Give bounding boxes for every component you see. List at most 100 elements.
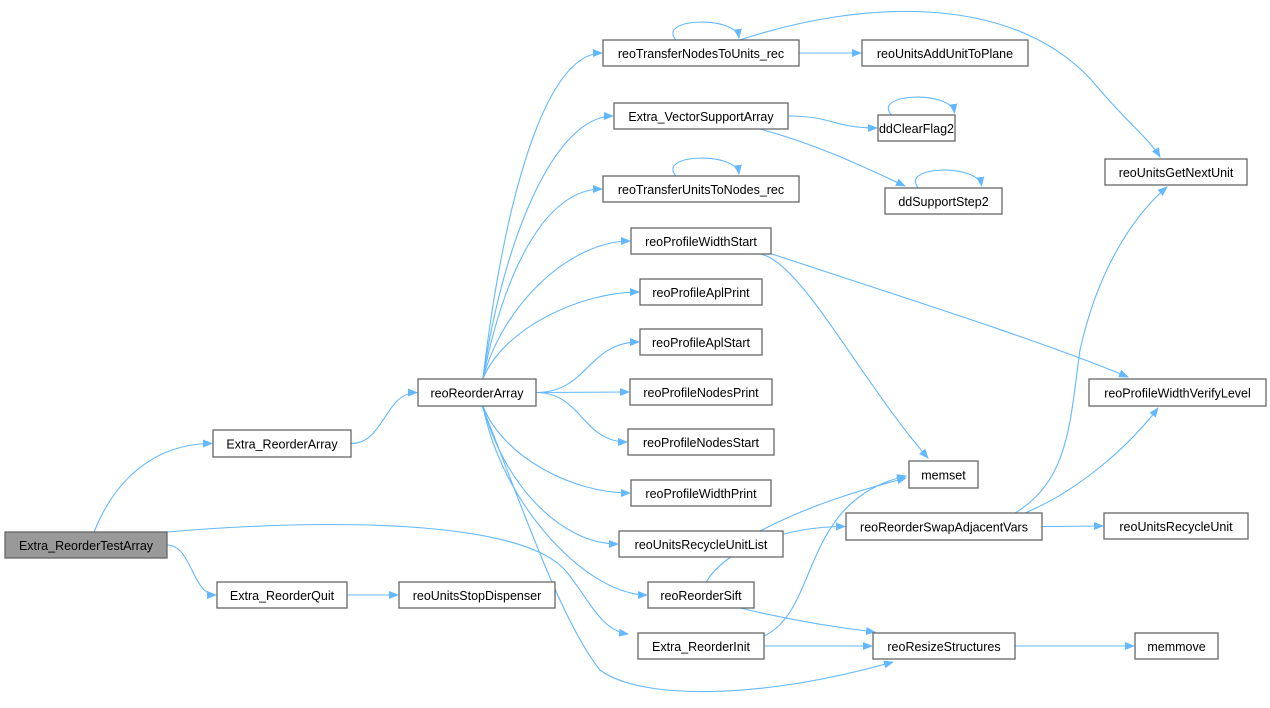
node-box (417, 378, 537, 407)
node-label: reoReorderArray (430, 387, 524, 401)
edge-reo-reorder-array-to-reo-transfer-units-to-nodes-rec (482, 185, 603, 380)
node-label: reoResizeStructures (887, 640, 1000, 654)
edge-extra-vector-support-array-to-dd-clear-flag2 (787, 115, 878, 132)
edge-extra-vector-support-array-to-dd-support-step2 (759, 128, 906, 187)
node-reo-reorder-sift[interactable]: reoReorderSift (647, 581, 755, 609)
node-label: Extra_ReorderArray (226, 438, 338, 452)
edge-extra-reorder-array-to-reo-reorder-array (350, 388, 418, 445)
edge-reo-reorder-array-to-extra-vector-support-array (482, 112, 614, 380)
node-reo-transfer-units-to-nodes-rec[interactable]: reoTransferUnitsToNodes_rec (602, 175, 800, 203)
node-label: Extra_ReorderTestArray (19, 539, 154, 553)
edge-reo-reorder-swap-adjacent-vars-to-reo-units-recycle-unit (1041, 522, 1104, 531)
node-dd-clear-flag2[interactable]: ddClearFlag2 (877, 114, 956, 142)
node-box (845, 512, 1043, 541)
node-box (861, 39, 1029, 67)
node-reo-profile-width-start[interactable]: reoProfileWidthStart (630, 227, 772, 255)
node-box (639, 278, 763, 306)
edge-reo-reorder-array-to-reo-profile-apl-start (535, 338, 640, 394)
node-box (618, 530, 784, 558)
node-label: reoTransferUnitsToNodes_rec (618, 183, 784, 197)
node-box (1104, 158, 1248, 186)
edge-dd-clear-flag2-to-dd-clear-flag2 (887, 96, 958, 116)
node-reo-transfer-nodes-to-units-rec[interactable]: reoTransferNodesToUnits_rec (602, 39, 800, 67)
node-box (1134, 632, 1219, 660)
node-dd-support-step2[interactable]: ddSupportStep2 (884, 187, 1003, 215)
nodes-layer: Extra_ReorderTestArray Extra_ReorderArray… (4, 39, 1267, 660)
node-extra-reorder-test-array[interactable]: Extra_ReorderTestArray (4, 531, 168, 559)
node-box (1088, 378, 1267, 407)
node-reo-units-get-next-unit[interactable]: reoUnitsGetNextUnit (1104, 158, 1248, 186)
edge-reo-reorder-sift-to-reo-resize-structures (739, 607, 876, 635)
node-extra-vector-support-array[interactable]: Extra_VectorSupportArray (613, 102, 789, 130)
edge-reo-reorder-swap-adjacent-vars-to-reo-units-get-next-unit (1014, 186, 1168, 514)
node-label: reoUnitsRecycleUnitList (635, 538, 768, 552)
node-box (629, 378, 773, 406)
node-box (630, 479, 772, 507)
edge-reo-reorder-array-to-reo-profile-width-start (482, 237, 631, 380)
node-label: Extra_VectorSupportArray (628, 110, 774, 124)
edge-reo-reorder-array-to-reo-profile-apl-print (482, 288, 640, 380)
node-memset[interactable]: memset (908, 460, 979, 489)
node-box (908, 460, 979, 489)
node-label: ddSupportStep2 (898, 195, 988, 209)
edge-reo-reorder-array-to-reo-transfer-nodes-to-units-rec (482, 49, 603, 380)
node-box (1103, 512, 1249, 540)
node-reo-reorder-array[interactable]: reoReorderArray (417, 378, 537, 407)
node-box (613, 102, 789, 130)
node-label: reoProfileNodesStart (643, 436, 760, 450)
node-reo-units-recycle-unit[interactable]: reoUnitsRecycleUnit (1103, 512, 1249, 540)
edge-reo-reorder-array-to-reo-profile-nodes-start (535, 391, 628, 446)
node-box (630, 227, 772, 255)
node-label: reoUnitsGetNextUnit (1119, 166, 1234, 180)
node-reo-resize-structures[interactable]: reoResizeStructures (872, 632, 1016, 660)
node-extra-reorder-array[interactable]: Extra_ReorderArray (212, 429, 352, 458)
edge-reo-reorder-array-to-reo-profile-width-print (482, 405, 631, 497)
node-reo-units-add-unit-to-plane[interactable]: reoUnitsAddUnitToPlane (861, 39, 1029, 67)
node-reo-profile-apl-print[interactable]: reoProfileAplPrint (639, 278, 763, 306)
node-label: reoProfileAplPrint (652, 286, 750, 300)
node-memmove[interactable]: memmove (1134, 632, 1219, 660)
node-reo-profile-apl-start[interactable]: reoProfileAplStart (639, 328, 763, 356)
node-reo-units-recycle-unit-list[interactable]: reoUnitsRecycleUnitList (618, 530, 784, 558)
edges-layer (93, 10, 1168, 693)
node-reo-reorder-swap-adjacent-vars[interactable]: reoReorderSwapAdjacentVars (845, 512, 1043, 541)
node-reo-profile-width-verify-level[interactable]: reoProfileWidthVerifyLevel (1088, 378, 1267, 407)
edge-reo-reorder-array-to-reo-units-recycle-unit-list (482, 405, 619, 548)
node-extra-reorder-quit[interactable]: Extra_ReorderQuit (216, 581, 348, 609)
node-label: Extra_ReorderInit (652, 640, 750, 654)
node-label: reoTransferNodesToUnits_rec (618, 47, 784, 61)
node-reo-profile-width-print[interactable]: reoProfileWidthPrint (630, 479, 772, 507)
edge-extra-reorder-init-to-memset (763, 474, 907, 637)
node-label: Extra_ReorderQuit (230, 589, 335, 603)
edge-reo-transfer-units-to-nodes-rec-to-reo-transfer-units-to-nodes-rec (672, 157, 742, 177)
node-reo-units-stop-dispenser[interactable]: reoUnitsStopDispenser (398, 581, 556, 609)
edge-reo-profile-width-start-to-memset (759, 253, 929, 459)
node-label: ddClearFlag2 (879, 122, 954, 136)
node-label: reoProfileNodesPrint (643, 386, 759, 400)
node-box (872, 632, 1016, 660)
edge-reo-transfer-nodes-to-units-rec-to-reo-units-get-next-unit (739, 10, 1161, 158)
node-label: reoProfileAplStart (652, 336, 750, 350)
node-label: reoProfileWidthStart (645, 235, 757, 249)
node-box (877, 114, 956, 142)
edge-reo-units-recycle-unit-list-to-memset (759, 476, 907, 532)
edge-extra-reorder-test-array-to-extra-reorder-init (166, 523, 629, 637)
edge-extra-reorder-test-array-to-extra-reorder-quit (166, 544, 217, 599)
node-box (216, 581, 348, 609)
node-label: reoReorderSwapAdjacentVars (860, 521, 1028, 535)
node-label: reoReorderSift (660, 589, 742, 603)
node-box (627, 428, 775, 456)
node-label: reoProfileWidthPrint (645, 487, 757, 501)
node-extra-reorder-init[interactable]: Extra_ReorderInit (637, 632, 765, 660)
node-box (602, 39, 800, 67)
node-label: reoUnitsRecycleUnit (1119, 520, 1233, 534)
node-reo-profile-nodes-print[interactable]: reoProfileNodesPrint (629, 378, 773, 406)
edge-reo-transfer-nodes-to-units-rec-to-reo-transfer-nodes-to-units-rec (672, 21, 742, 41)
node-box (884, 187, 1003, 215)
node-box (639, 328, 763, 356)
node-label: reoUnitsStopDispenser (413, 589, 542, 603)
node-reo-profile-nodes-start[interactable]: reoProfileNodesStart (627, 428, 775, 456)
node-box (647, 581, 755, 609)
edge-reo-reorder-swap-adjacent-vars-to-reo-profile-width-verify-level (1024, 407, 1159, 514)
